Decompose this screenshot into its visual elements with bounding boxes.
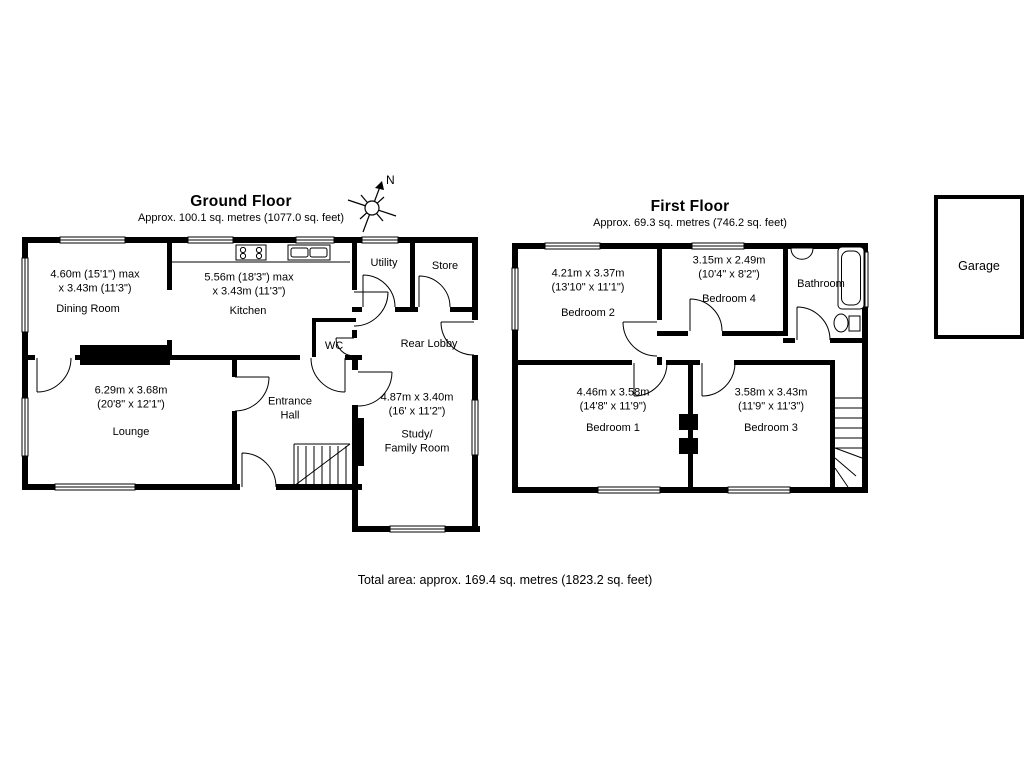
gf-windows [21,236,479,533]
ff-doors [622,298,831,397]
gf-stairs [293,443,351,487]
bedroom3-dims: 3.58m x 3.43m (11'9" x 11'3") [734,386,808,413]
gf-chimney-breasts [80,345,364,466]
bedroom1-dims: 4.46m x 3.58m (14'8" x 11'9") [576,386,650,413]
study-dims: 4.87m x 3.40m (16' x 11'2") [380,391,454,418]
lounge-label: Lounge [112,425,150,438]
kitchen-label: Kitchen [229,304,267,317]
dining-room-dims: 4.60m (15'1") max x 3.43m (11'3") [50,268,140,295]
store-label: Store [431,259,459,272]
kitchen-hob [235,244,267,261]
dining-room-label: Dining Room [56,302,120,315]
garage-label: Garage [958,258,1000,273]
bedroom1-label: Bedroom 1 [586,421,640,434]
bathroom-sink [790,247,814,260]
ground-floor-plan [21,236,480,533]
garage-outline [934,195,1024,339]
toilet [833,313,861,333]
kitchen-dims: 5.56m (18'3") max x 3.43m (11'3") [204,271,294,298]
gf-doors [36,274,475,488]
north-arrowhead [375,181,384,190]
study-label: Study/ Family Room [384,428,450,455]
bathtub [837,246,865,310]
gf-walls [22,237,480,532]
bathroom-label: Bathroom [797,277,845,290]
kitchen-sink [287,244,331,261]
first-floor-subtitle: Approx. 69.3 sq. metres (746.2 sq. feet) [593,216,787,229]
bedroom2-label: Bedroom 2 [561,306,615,319]
entrance-hall-label: Entrance Hall [267,395,313,422]
bedroom4-dims: 3.15m x 2.49m (10'4" x 8'2") [692,254,766,281]
ground-floor-subtitle: Approx. 100.1 sq. metres (1077.0 sq. fee… [137,211,345,224]
lounge-dims: 6.29m x 3.68m (20'8" x 12'1") [94,384,168,411]
ff-windows [511,242,869,494]
ff-stairs [834,397,863,488]
ground-floor-title: Ground Floor [190,192,292,210]
compass-north-label: N [386,173,395,187]
compass-rose-icon: N [347,173,397,233]
utility-label: Utility [370,256,398,269]
total-area-text: Total area: approx. 169.4 sq. metres (18… [357,572,653,587]
first-floor-title: First Floor [650,197,730,215]
bedroom3-label: Bedroom 3 [744,421,798,434]
gf-kitchen-fixtures [172,244,350,263]
bedroom4-label: Bedroom 4 [702,292,756,305]
rear-lobby-label: Rear Lobby [400,337,458,350]
ff-chimney-breasts [679,414,698,454]
ff-bathroom-fixtures [790,246,865,333]
first-floor-plan [511,242,869,494]
wc-label: WC [324,339,344,352]
bedroom2-dims: 4.21m x 3.37m (13'10" x 11'1") [551,267,625,294]
